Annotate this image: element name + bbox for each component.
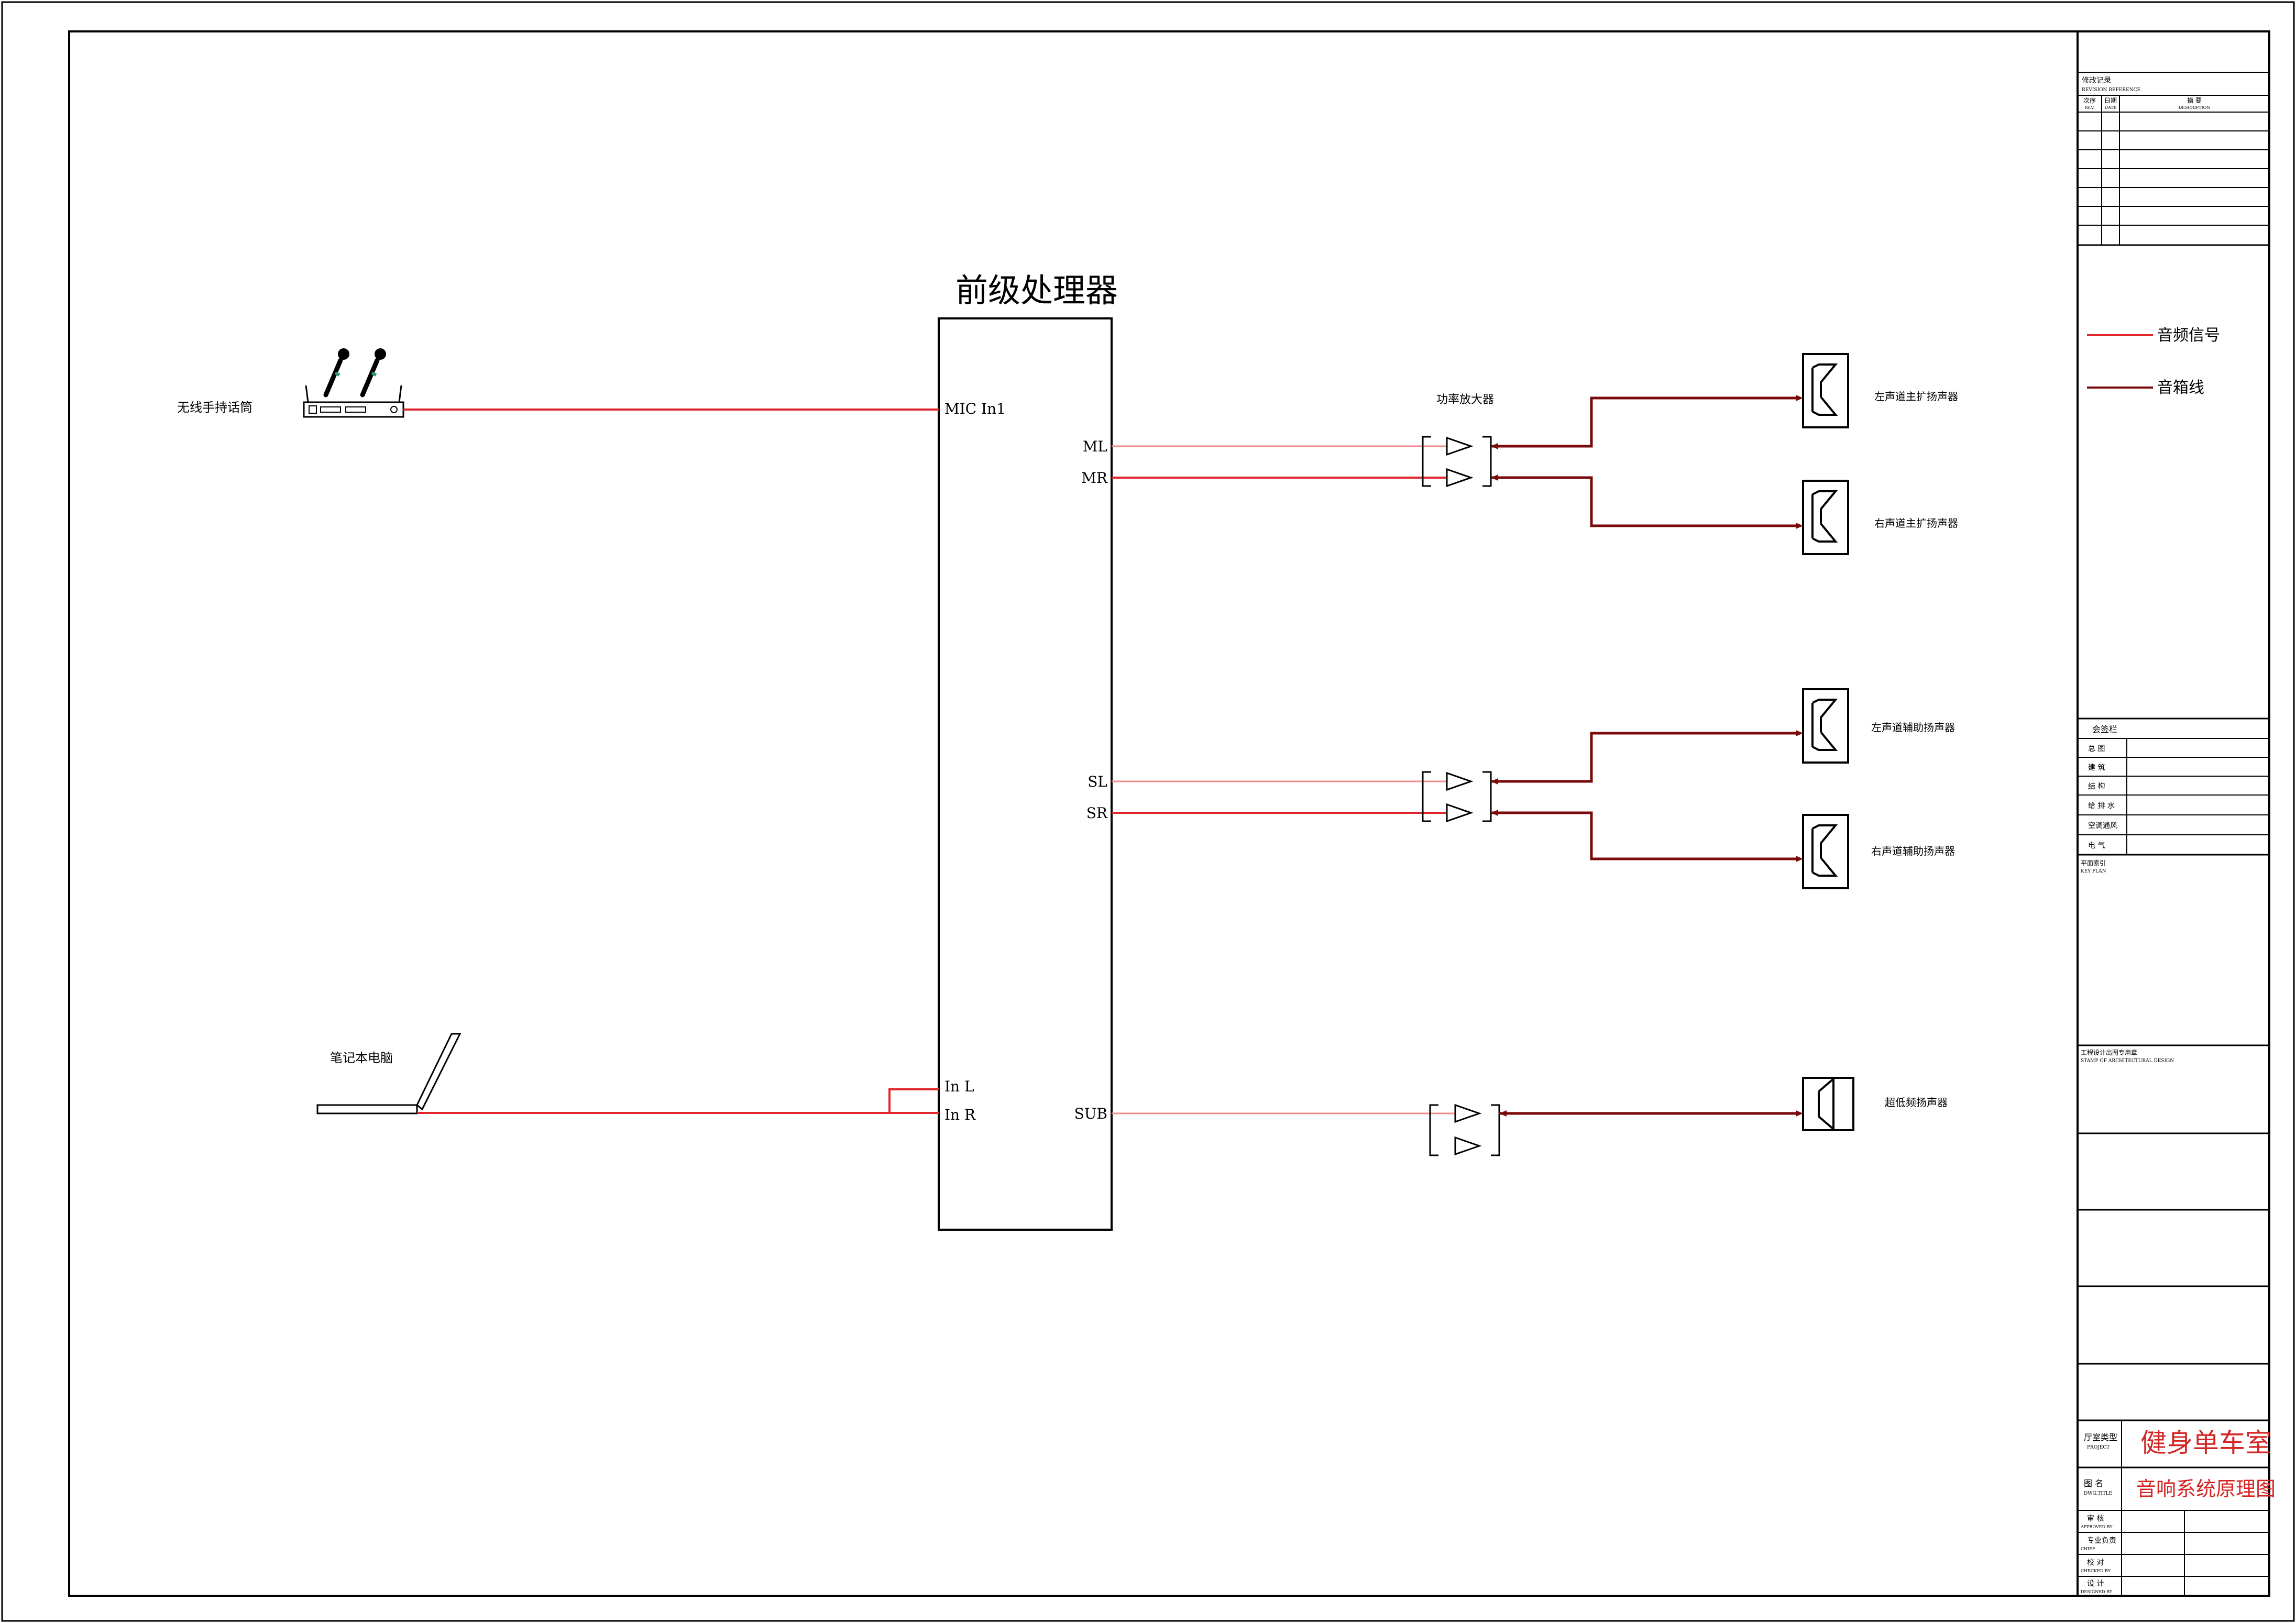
desc-col-label: 摘 要 <box>2187 96 2202 104</box>
processor-box <box>938 317 1113 1231</box>
speaker-cables <box>1491 396 1796 1115</box>
mic-in-label: MIC In1 <box>944 400 1006 417</box>
laptop-label: 笔记本电脑 <box>330 1051 393 1065</box>
date-col-label: 日期 <box>2104 97 2117 104</box>
amplifier-label: 功率放大器 <box>1436 393 1494 406</box>
approval-label-en: CHECKED BY <box>2081 1569 2111 1573</box>
speaker-icon <box>1802 814 1849 889</box>
approval-label-en: DESIGNED BY <box>2081 1589 2113 1594</box>
cable-arrowheads <box>1491 395 1803 1117</box>
drawing-frame <box>68 30 2270 1597</box>
key-plan-label: 平面索引 <box>2081 859 2106 867</box>
audio-signal-legend-label: 音频信号 <box>2157 326 2220 345</box>
laptop-signal-line-l <box>888 1088 939 1113</box>
revision-header: 修改记录 <box>2082 76 2111 85</box>
handheld-mic-icon <box>323 348 386 398</box>
signoff-row: 结 构 <box>2088 782 2105 791</box>
drawing-title: 音响系统原理图 <box>2136 1477 2276 1500</box>
aux-amplifier-icon <box>1422 771 1492 823</box>
wireless-mic-receiver-icon <box>303 385 404 418</box>
speaker-icon <box>1802 480 1849 555</box>
rev-col-label: 次序 <box>2083 96 2096 104</box>
in-l-label: In L <box>944 1078 974 1095</box>
desc-col-label-en: DESCRIPTION <box>2179 105 2210 110</box>
right-main-speaker-label: 右声道主扩扬声器 <box>1874 517 1958 529</box>
wireless-mic-label: 无线手持话筒 <box>177 400 252 415</box>
drawing-label-en: DWG.TITLE <box>2084 1491 2112 1496</box>
signoff-row: 总 图 <box>2088 745 2105 753</box>
project-label: 厅室类型 <box>2084 1432 2117 1442</box>
signoff-row: 建 筑 <box>2088 764 2105 772</box>
laptop-icon <box>316 1033 462 1114</box>
in-r-label: In R <box>944 1106 976 1123</box>
date-col-label-en: DATE <box>2105 105 2117 110</box>
approval-label-en: APPROVED BY <box>2080 1525 2113 1529</box>
speaker-icon <box>1802 353 1849 428</box>
approval-label-en: CHIEF <box>2081 1547 2095 1551</box>
rev-col-label-en: REV. <box>2085 105 2095 110</box>
stamp-label: 工程设计出图专用章 <box>2081 1048 2137 1056</box>
ml-label: ML <box>1083 438 1107 455</box>
left-main-speaker-label: 左声道主扩扬声器 <box>1874 390 1958 403</box>
speaker-icon <box>1802 688 1849 764</box>
sub-label: SUB <box>1074 1105 1107 1122</box>
stamp-label-en: STAMP OF ARCHITECTURAL DESIGN <box>2081 1058 2174 1064</box>
sr-label: SR <box>1086 804 1108 822</box>
title-block <box>2077 31 2269 1596</box>
key-plan-label-en: KEY PLAN <box>2081 869 2106 874</box>
left-aux-speaker-label: 左声道辅助扬声器 <box>1871 721 1955 734</box>
signoff-row: 给 排 水 <box>2088 802 2115 810</box>
mr-label: MR <box>1081 469 1108 487</box>
approval-label: 校 对 <box>2087 1558 2104 1567</box>
speaker-cable-legend-label: 音箱线 <box>2157 379 2204 397</box>
approval-label: 设 计 <box>2087 1580 2104 1588</box>
signoff-row: 电 气 <box>2088 842 2105 850</box>
approval-label: 审 核 <box>2087 1515 2104 1523</box>
sl-label: SL <box>1087 773 1107 790</box>
sub-amplifier-icon <box>1429 1103 1500 1156</box>
approval-label: 专业负责 <box>2087 1537 2116 1545</box>
main-amplifier-icon <box>1422 436 1492 488</box>
signoff-row: 空调通风 <box>2088 822 2117 830</box>
project-title: 健身单车室 <box>2140 1428 2271 1458</box>
subwoofer-label: 超低频扬声器 <box>1885 1096 1948 1109</box>
signoff-header: 会签栏 <box>2092 724 2117 734</box>
project-label-en: PROJECT <box>2087 1445 2110 1450</box>
subwoofer-icon <box>1802 1077 1854 1131</box>
drawing-label: 图 名 <box>2084 1478 2103 1488</box>
right-aux-speaker-label: 右声道辅助扬声器 <box>1871 845 1955 857</box>
revision-header-en: REVISION REFERENCE <box>2082 87 2140 93</box>
processor-title: 前级处理器 <box>955 271 1118 310</box>
